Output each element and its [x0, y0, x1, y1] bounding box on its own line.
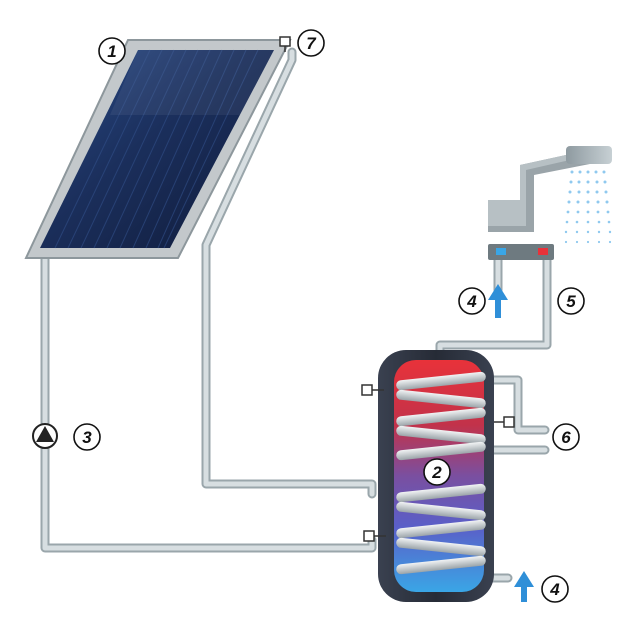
collector-glass — [40, 50, 274, 248]
temperature-sensor-icon — [279, 36, 291, 52]
solar-collector — [24, 39, 292, 259]
label-collector: 1 — [98, 37, 126, 65]
svg-text:4: 4 — [466, 292, 477, 311]
svg-text:1: 1 — [107, 42, 116, 61]
svg-text:2: 2 — [431, 463, 442, 482]
shower-head-icon — [488, 146, 612, 260]
svg-text:4: 4 — [549, 580, 560, 599]
backup-heater-sensor-icon — [494, 416, 515, 428]
arrow-up-icon — [488, 284, 508, 318]
tank-sensor-lower-icon — [363, 530, 386, 542]
svg-text:7: 7 — [306, 34, 317, 53]
tank-sensor-upper-icon — [361, 384, 384, 396]
svg-text:5: 5 — [566, 292, 576, 311]
label-cold-water-inlet: 4 — [541, 575, 569, 603]
arrow-up-icon — [514, 571, 534, 602]
label-backup-heater: 6 — [552, 423, 580, 451]
svg-text:3: 3 — [82, 428, 92, 447]
label-hot-water-outlet: 5 — [557, 287, 585, 315]
label-storage-tank: 2 — [423, 458, 451, 486]
label-collector-sensor: 7 — [297, 29, 325, 57]
label-pump: 3 — [73, 423, 101, 451]
pump-icon — [32, 423, 58, 449]
upper-heating-coil — [396, 371, 486, 461]
svg-text:6: 6 — [561, 428, 571, 447]
label-cold-water-tap: 4 — [458, 287, 486, 315]
lower-solar-coil — [396, 483, 486, 575]
